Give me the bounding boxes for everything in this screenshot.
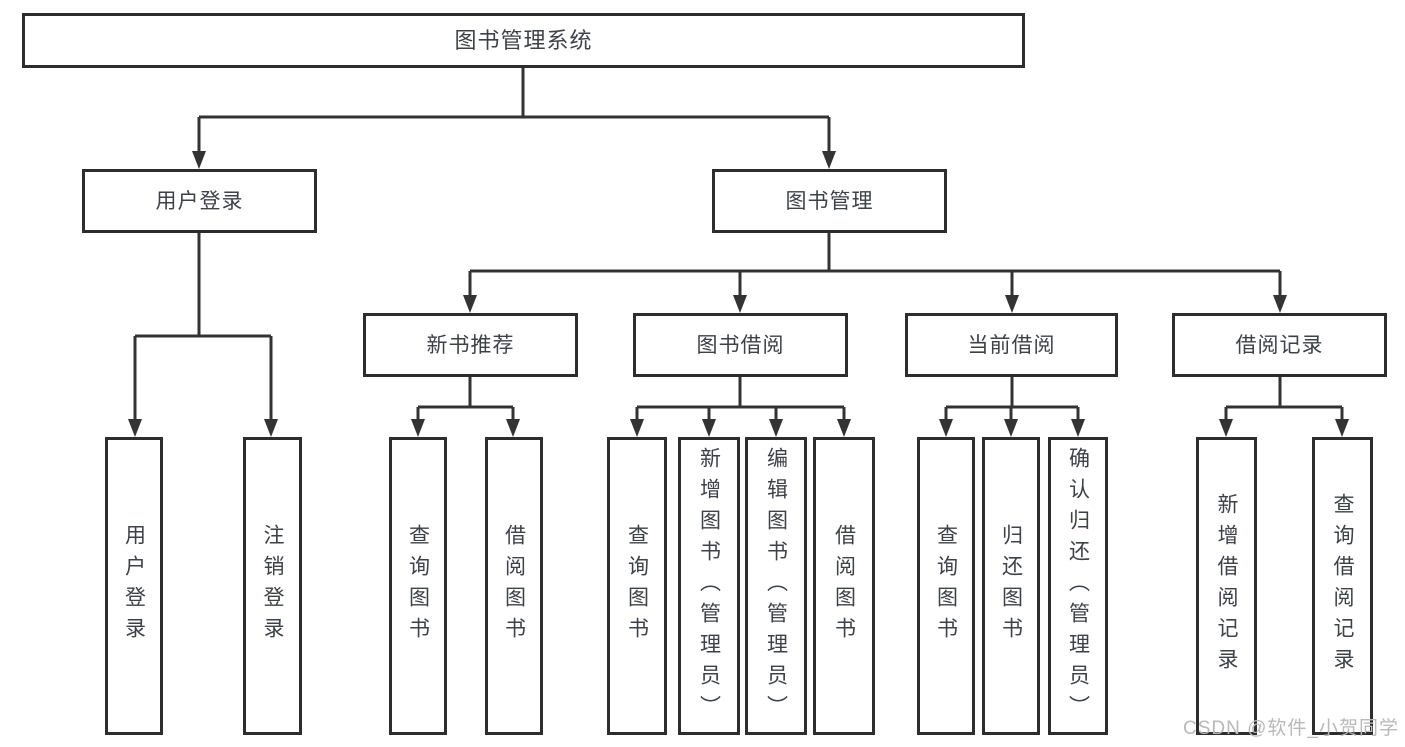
connector-new-book-rec-to-children (416, 377, 515, 421)
connector-current-borrow-to-children (944, 377, 1080, 421)
node-book-borrowing: 图书借阅 (633, 313, 848, 377)
connector-borrow-records-to-children (1224, 377, 1344, 421)
node-leaf-bb-edit-book-admin-label: 编辑图书（管理员） (764, 446, 788, 726)
connector-user-login-to-children (133, 233, 273, 421)
connector-root-to-level1 (197, 68, 831, 153)
node-user-login-label: 用户登录 (155, 189, 244, 213)
node-book-management: 图书管理 (712, 169, 947, 233)
node-leaf-logout: 注销登录 (243, 437, 302, 735)
node-leaf-cb-confirm-return-admin-label: 确认归还（管理员） (1066, 446, 1090, 726)
node-leaf-logout-label: 注销登录 (261, 524, 284, 648)
connector-book-mgmt-to-level2 (468, 233, 1282, 297)
node-leaf-br-query-record-label: 查询借阅记录 (1331, 493, 1354, 679)
node-leaf-br-query-record: 查询借阅记录 (1312, 437, 1373, 735)
node-book-borrowing-label: 图书借阅 (696, 333, 785, 357)
node-current-borrowing: 当前借阅 (905, 313, 1118, 377)
node-leaf-bb-borrow-books-label: 借阅图书 (832, 524, 856, 648)
node-leaf-bb-edit-book-admin: 编辑图书（管理员） (745, 437, 807, 735)
node-current-borrowing-label: 当前借阅 (967, 333, 1056, 357)
node-leaf-user-login-label: 用户登录 (122, 524, 146, 648)
node-leaf-bb-query-books-label: 查询图书 (625, 524, 649, 648)
node-borrowing-records-label: 借阅记录 (1235, 333, 1324, 357)
node-leaf-nbr-borrow-books-label: 借阅图书 (502, 524, 526, 648)
node-leaf-br-add-record-label: 新增借阅记录 (1215, 493, 1238, 679)
node-leaf-br-add-record: 新增借阅记录 (1196, 437, 1257, 735)
node-leaf-cb-return-books-label: 归还图书 (999, 524, 1023, 648)
node-leaf-nbr-query-books: 查询图书 (389, 437, 447, 735)
node-leaf-cb-confirm-return-admin: 确认归还（管理员） (1048, 437, 1108, 735)
node-leaf-bb-borrow-books: 借阅图书 (813, 437, 875, 735)
node-leaf-nbr-borrow-books: 借阅图书 (485, 437, 543, 735)
node-leaf-cb-return-books: 归还图书 (982, 437, 1040, 735)
node-leaf-bb-add-book-admin: 新增图书（管理员） (678, 437, 740, 735)
node-leaf-bb-query-books: 查询图书 (607, 437, 667, 735)
connector-book-borrow-to-children (635, 377, 846, 421)
node-leaf-user-login: 用户登录 (105, 437, 163, 735)
csdn-watermark: CSDN @软件_小贺同学 (1183, 718, 1399, 739)
node-root-system: 图书管理系统 (22, 13, 1025, 68)
node-new-book-recommend: 新书推荐 (363, 313, 578, 377)
node-user-login: 用户登录 (82, 169, 317, 233)
node-borrowing-records: 借阅记录 (1172, 313, 1387, 377)
node-book-management-label: 图书管理 (785, 189, 874, 213)
node-leaf-cb-query-books: 查询图书 (917, 437, 975, 735)
node-root-system-label: 图书管理系统 (454, 27, 593, 53)
node-new-book-recommend-label: 新书推荐 (426, 333, 515, 357)
node-leaf-bb-add-book-admin-label: 新增图书（管理员） (697, 446, 721, 726)
node-leaf-nbr-query-books-label: 查询图书 (406, 524, 430, 648)
node-leaf-cb-query-books-label: 查询图书 (934, 524, 958, 648)
